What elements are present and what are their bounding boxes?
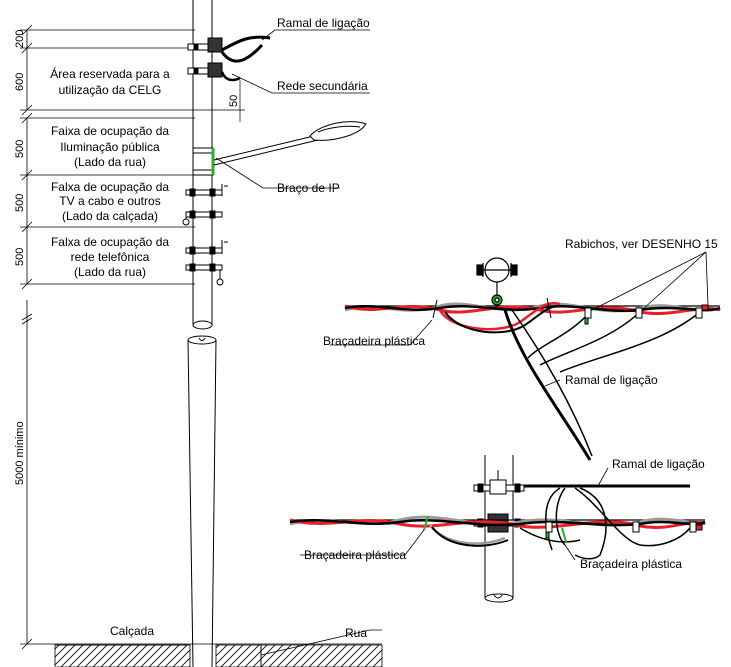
label-ramal-bottom: Ramal de ligação [612, 457, 705, 471]
label-bracadeira-1: Braçadeira plástica [323, 334, 425, 348]
detail-lower: Ramal de ligação Braçadeira plástica Bra… [289, 455, 706, 603]
dim-500-a: 500 [14, 140, 26, 158]
dim-500-c: 500 [14, 248, 26, 266]
label-rede-secundaria: Rede secundária [277, 79, 368, 93]
zone-celg-line1: Área reservada para a [50, 66, 170, 81]
zone-ip-line2: Iluminação pública [60, 140, 160, 154]
street-light [192, 121, 367, 176]
callouts-left: Ramal de ligação Rede secundária Braço d… [277, 16, 370, 195]
label-rabichos: Rabichos, ver DESENHO 15 [565, 237, 718, 251]
telephone-hardware [185, 240, 228, 286]
tv-cable-hardware [182, 184, 228, 226]
zone-tv-line1: Falxa de ocupação da [51, 180, 169, 194]
zone-labels: Área reservada para a utilização da CELG… [50, 66, 170, 279]
zone-ip-line3: (Lado da rua) [74, 155, 146, 169]
dim-50: 50 [228, 95, 240, 107]
dimension-lines [20, 29, 382, 645]
label-braco-ip: Braço de IP [277, 181, 340, 195]
label-ramal-top: Ramal de ligação [277, 16, 370, 30]
zone-tv-line2: TV a cabo e outros [59, 194, 160, 208]
zone-ip-line1: Faixa de ocupação da [51, 124, 169, 138]
dim-600: 600 [14, 73, 26, 91]
label-calcada: Calçada [110, 624, 154, 638]
dim-5000: 5000 mínimo [14, 421, 26, 485]
zone-tv-line3: (Lado da calçada) [62, 209, 158, 223]
zone-tel-line2: rede telefônica [71, 250, 150, 264]
detail-upper: Rabichos, ver DESENHO 15 Braçadeira plás… [323, 237, 721, 461]
dim-200: 200 [14, 30, 26, 48]
dimension-values: 200 600 50 500 500 500 5000 mínimo [14, 30, 240, 485]
dim-500-b: 500 [14, 194, 26, 212]
label-rua: Rua [345, 626, 367, 640]
dimension-column [21, 24, 33, 650]
main-pole [187, 0, 217, 667]
zone-tel-line3: (Lado da rua) [74, 265, 146, 279]
leader-lines-top [215, 29, 370, 189]
label-bracadeira-3: Braçadeira plástica [580, 557, 682, 571]
label-bracadeira-2: Braçadeira plástica [304, 548, 406, 562]
ground [54, 629, 383, 667]
zone-celg-line2: utilização da CELG [59, 83, 162, 97]
ground-labels: Calçada Rua [110, 624, 367, 640]
zone-tel-line1: Falxa de ocupação da [51, 235, 169, 249]
secondary-network-hardware [187, 35, 271, 82]
label-ramal-mid: Ramal de ligação [565, 373, 658, 387]
